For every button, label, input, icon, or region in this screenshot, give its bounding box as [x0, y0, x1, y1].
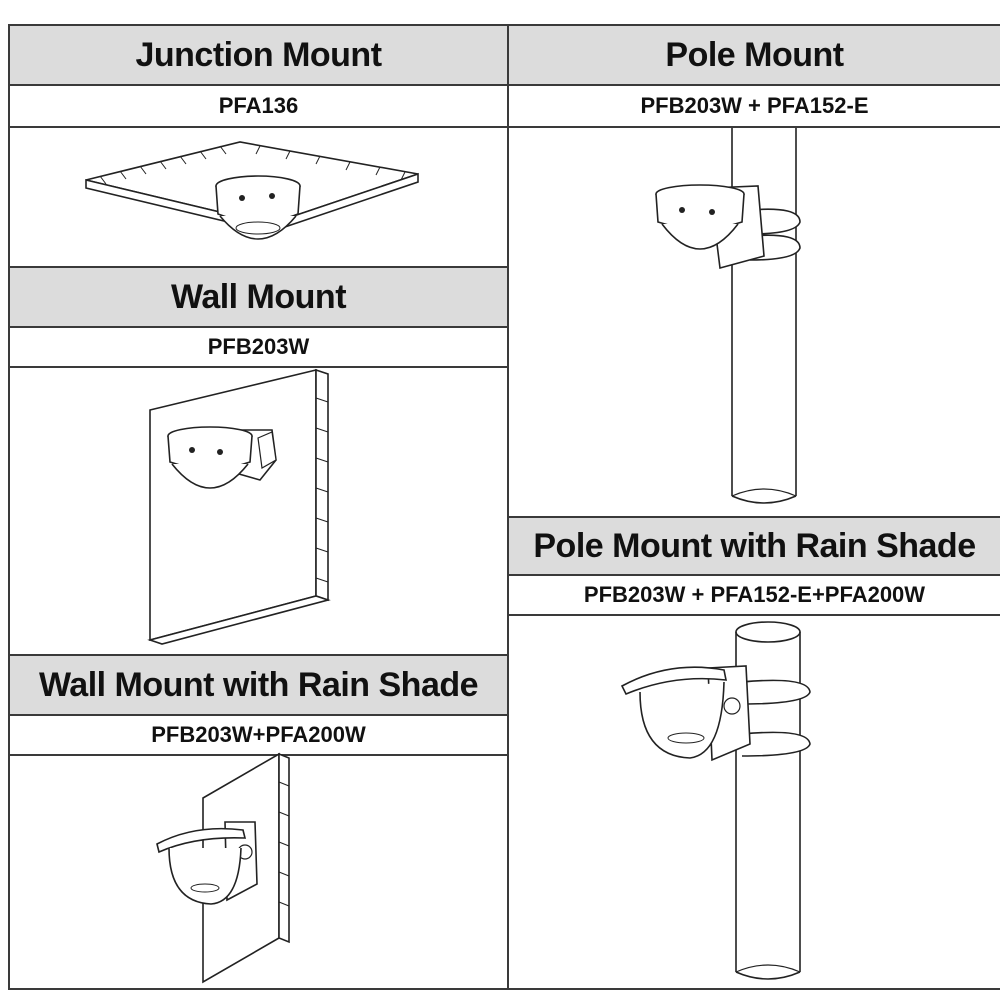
wall-mount-model: PFB203W [10, 328, 507, 366]
wall-rain-shade-title: Wall Mount with Rain Shade [10, 656, 507, 714]
wall-rain-shade-model: PFB203W+PFA200W [10, 716, 507, 754]
junction-mount-model: PFA136 [10, 86, 507, 126]
junction-mount-title: Junction Mount [10, 26, 507, 84]
wall-bracket-dome-camera-icon [148, 368, 338, 648]
pole-rain-shade-model: PFB203W + PFA152-E+PFA200W [509, 576, 1000, 614]
divider [508, 84, 1000, 86]
divider [8, 326, 508, 328]
divider [8, 126, 508, 128]
column-divider [507, 24, 509, 990]
ceiling-dome-camera-icon [80, 134, 425, 264]
divider [508, 574, 1000, 576]
divider [8, 754, 508, 756]
divider [8, 714, 508, 716]
mount-options-table [8, 24, 1000, 990]
divider [508, 516, 1000, 518]
divider [508, 614, 1000, 616]
divider [8, 654, 508, 656]
pole-rain-shade-camera-icon [620, 620, 820, 988]
wall-rain-shade-camera-icon [155, 752, 295, 984]
divider [508, 126, 1000, 128]
wall-mount-title: Wall Mount [10, 268, 507, 326]
divider [8, 366, 508, 368]
pole-mount-title: Pole Mount [509, 26, 1000, 84]
pole-mount-model: PFB203W + PFA152-E [509, 86, 1000, 126]
pole-rain-shade-title: Pole Mount with Rain Shade [509, 518, 1000, 574]
pole-bracket-dome-camera-icon [650, 126, 810, 512]
divider [8, 84, 508, 86]
divider [8, 266, 508, 268]
